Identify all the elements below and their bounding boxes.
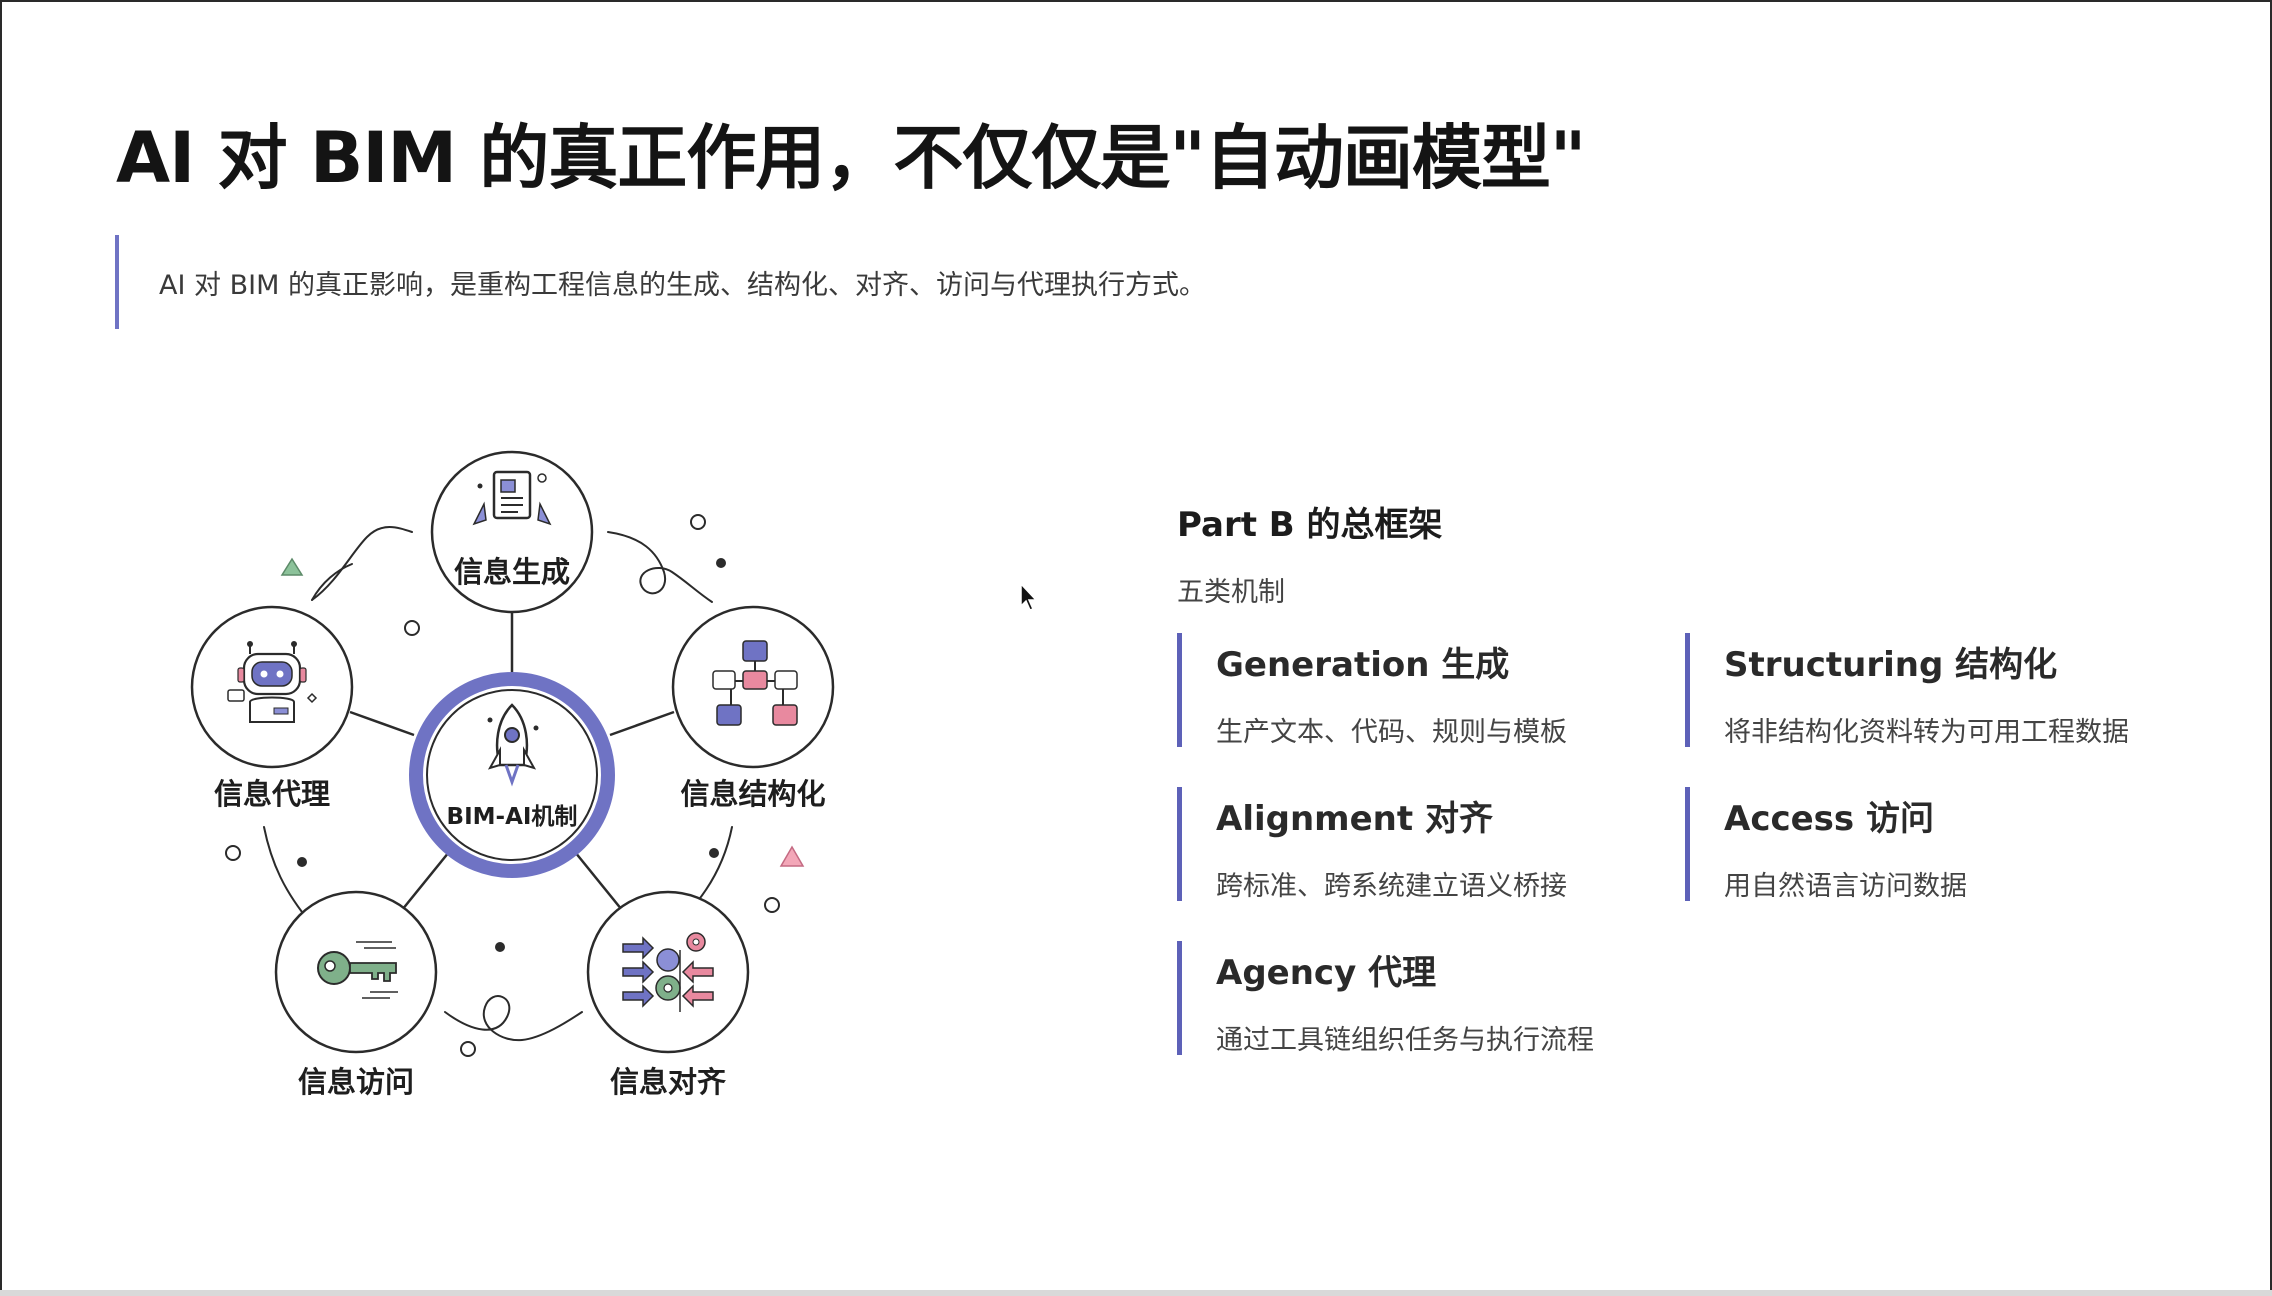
dot-ring-5 (460, 1041, 476, 1057)
framework-item-desc: 用自然语言访问数据 (1724, 871, 1967, 902)
framework-item-title: Agency 代理 (1216, 953, 1437, 993)
swirl-bottom (444, 995, 583, 1042)
node-label-access: 信息访问 (298, 1065, 414, 1099)
page-title: AI 对 BIM 的真正作用，不仅仅是"自动画模型" (116, 117, 1586, 199)
node-circle-alignment (586, 890, 750, 1054)
bottom-strip (0, 1290, 2272, 1296)
framework-item-generation: Generation 生成 生产文本、代码、规则与模板 (1177, 633, 1657, 748)
framework-item-agency: Agency 代理 通过工具链组织任务与执行流程 (1177, 941, 1657, 1056)
center-inner-ring (426, 689, 598, 861)
swirl-top-left-2 (311, 563, 353, 601)
subtitle-block: AI 对 BIM 的真正影响，是重构工程信息的生成、结构化、对齐、访问与代理执行… (115, 235, 1206, 329)
framework-subtitle: 五类机制 (1177, 577, 1285, 608)
triangle-green (280, 557, 304, 576)
node-info-generation: 信息生成 (430, 450, 594, 614)
center-node: BIM-AI机制 (409, 672, 615, 878)
framework-item-title: Generation 生成 (1216, 645, 1510, 685)
dot-ring-4 (764, 897, 780, 913)
connector-lines (349, 612, 675, 911)
node-info-agency: 信息代理 (190, 605, 354, 811)
node-info-structuring: 信息结构化 (671, 605, 835, 811)
gear-arrows-icon (622, 932, 714, 1012)
framework-panel: Part B 的总框架 五类机制 Generation 生成 生产文本、代码、规… (1177, 497, 2217, 1056)
framework-title: Part B 的总框架 (1177, 505, 1443, 545)
flowchart-icon (712, 640, 798, 726)
dot-1 (716, 558, 726, 568)
node-label-agency: 信息代理 (214, 777, 330, 811)
framework-item-title: Structuring 结构化 (1724, 645, 2058, 685)
framework-item-desc: 通过工具链组织任务与执行流程 (1216, 1025, 1594, 1056)
framework-item-desc: 生产文本、代码、规则与模板 (1216, 717, 1567, 748)
node-label-structuring: 信息结构化 (680, 777, 825, 811)
rocket-icon (487, 703, 539, 787)
mouse-cursor-icon (1020, 582, 1038, 611)
bim-ai-diagram: BIM-AI机制 信息生成 (172, 432, 872, 1122)
node-label-alignment: 信息对齐 (610, 1065, 727, 1099)
subtitle-text: AI 对 BIM 的真正影响，是重构工程信息的生成、结构化、对齐、访问与代理执行… (159, 269, 1206, 301)
framework-item-desc: 跨标准、跨系统建立语义桥接 (1216, 871, 1567, 902)
decorative-lines (263, 526, 733, 1042)
framework-item-alignment: Alignment 对齐 跨标准、跨系统建立语义桥接 (1177, 787, 1657, 902)
framework-item-structuring: Structuring 结构化 将非结构化资料转为可用工程数据 (1685, 633, 2165, 748)
document-rocket-icon (472, 470, 552, 526)
dot-2 (297, 857, 307, 867)
node-label-generation: 信息生成 (454, 555, 570, 589)
key-icon (317, 941, 398, 999)
arc-left (263, 826, 303, 913)
framework-grid: Generation 生成 生产文本、代码、规则与模板 Structuring … (1177, 633, 2217, 1056)
robot-icon (227, 641, 318, 723)
node-info-alignment: 信息对齐 (586, 890, 750, 1099)
node-info-access: 信息访问 (274, 890, 438, 1099)
arc-right (696, 826, 733, 903)
framework-item-access: Access 访问 用自然语言访问数据 (1685, 787, 2165, 902)
dot-4 (495, 942, 505, 952)
line-left (349, 710, 415, 737)
triangle-pink (779, 845, 805, 867)
swirl-top-right (607, 531, 713, 603)
dot-ring-1 (690, 514, 706, 530)
decorative-shapes (225, 514, 805, 1057)
swirl-top-left (311, 526, 413, 601)
framework-item-title: Alignment 对齐 (1216, 799, 1493, 839)
diagram-svg: BIM-AI机制 信息生成 (190, 450, 835, 1099)
node-circle-generation (430, 450, 594, 614)
dot-3 (709, 848, 719, 858)
framework-item-desc: 将非结构化资料转为可用工程数据 (1724, 717, 2129, 748)
line-right (609, 710, 675, 737)
center-label: BIM-AI机制 (447, 804, 578, 830)
dot-ring-2 (404, 620, 420, 636)
line-bottom-right (574, 851, 623, 911)
framework-item-title: Access 访问 (1724, 799, 1934, 839)
dot-ring-3 (225, 845, 241, 861)
line-bottom-left (401, 851, 450, 911)
